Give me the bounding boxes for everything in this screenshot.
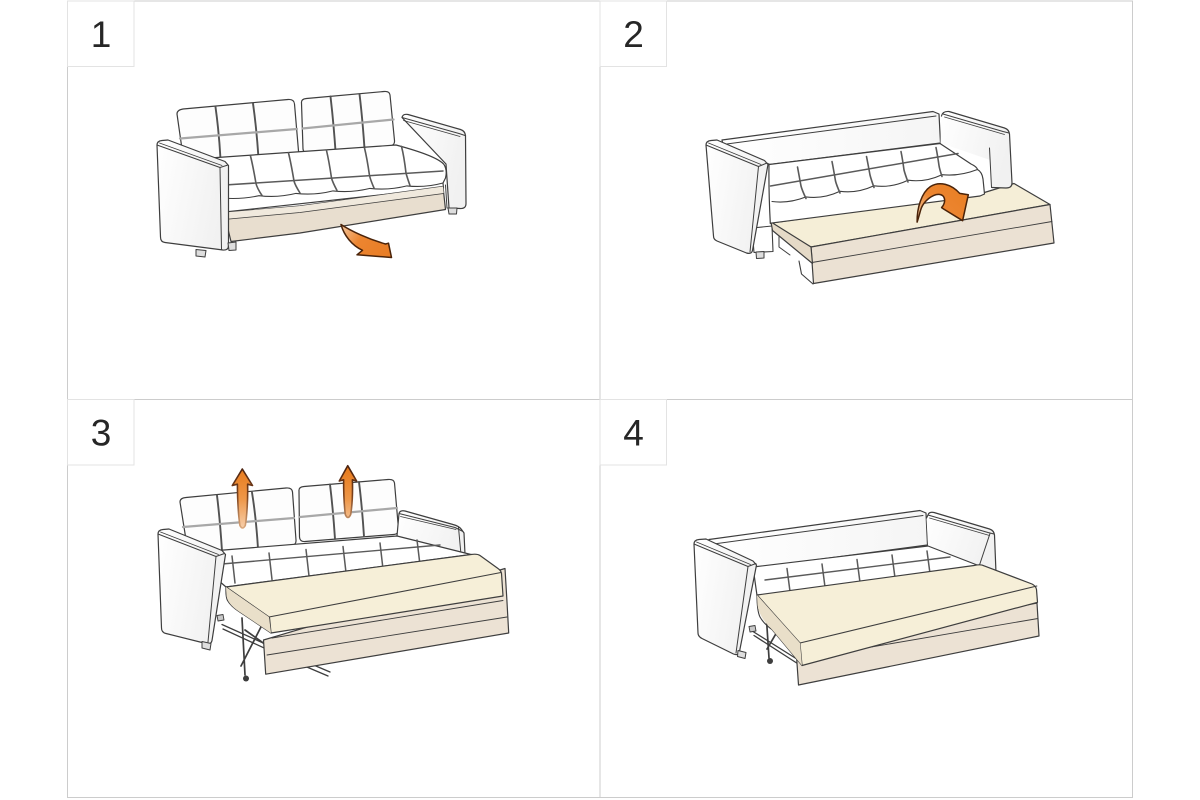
svg-text:1: 1	[91, 14, 112, 55]
svg-text:3: 3	[91, 413, 112, 454]
svg-text:2: 2	[623, 14, 644, 55]
svg-text:4: 4	[623, 413, 644, 454]
